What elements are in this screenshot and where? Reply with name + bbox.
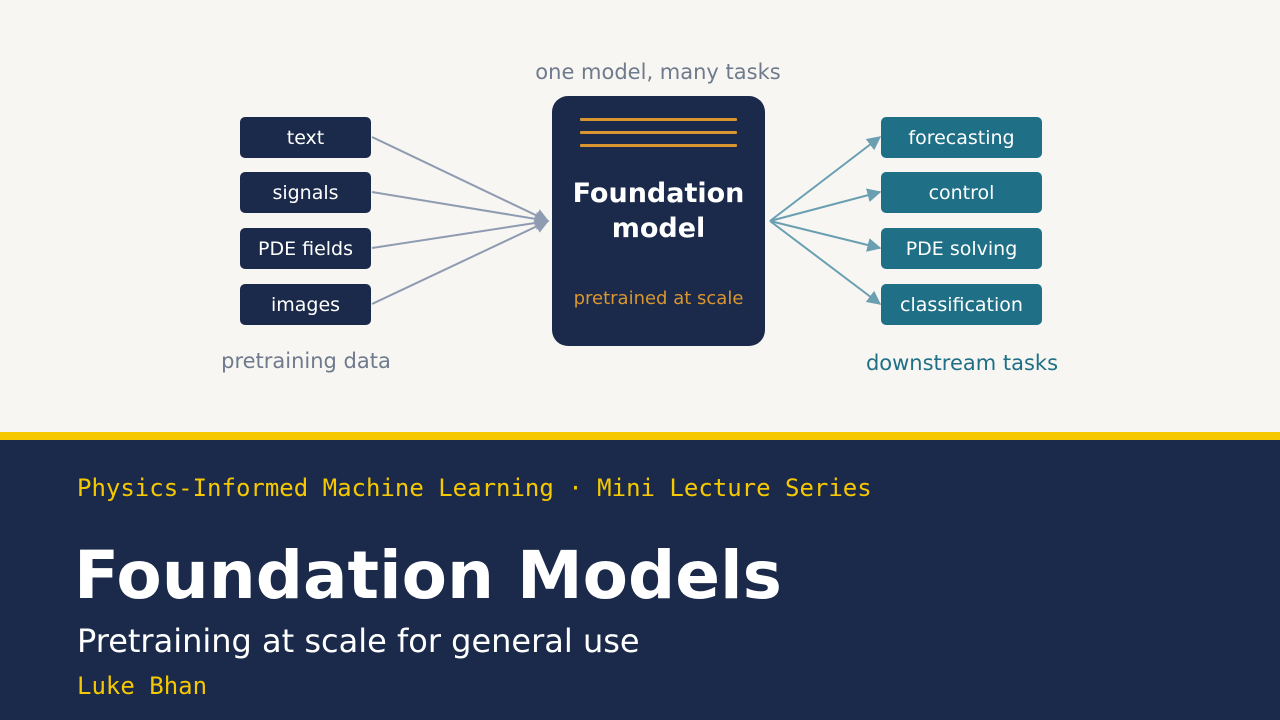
output-node-control: control <box>881 172 1042 213</box>
input-node-images: images <box>240 284 371 325</box>
diagram-caption-top: one model, many tasks <box>535 60 781 84</box>
model-stack-line <box>580 118 737 121</box>
foundation-model-box: Foundation model pretrained at scale <box>552 96 765 346</box>
model-subtitle: pretrained at scale <box>573 288 744 309</box>
title-banner: Physics-Informed Machine Learning · Mini… <box>0 432 1280 720</box>
banner-accent-stripe <box>0 432 1280 440</box>
model-stack-line <box>580 144 737 147</box>
output-arrows <box>769 136 882 305</box>
output-arrow-2 <box>769 188 882 222</box>
model-stack-line <box>580 131 737 134</box>
input-arrows <box>371 136 550 305</box>
input-node-pde-fields: PDE fields <box>240 228 371 269</box>
output-node-pde-solving: PDE solving <box>881 228 1042 269</box>
output-node-classification: classification <box>881 284 1042 325</box>
output-node-forecasting: forecasting <box>881 117 1042 158</box>
pretraining-data-caption: pretraining data <box>221 349 391 373</box>
diagram-arrows <box>371 136 882 305</box>
downstream-tasks-caption: downstream tasks <box>865 351 1059 375</box>
page-title: Foundation Models <box>74 537 782 614</box>
output-arrow-3 <box>769 220 882 252</box>
input-arrow-4 <box>371 220 550 305</box>
input-node-signals: signals <box>240 172 371 213</box>
output-arrow-1 <box>769 136 882 222</box>
input-node-text: text <box>240 117 371 158</box>
output-arrow-4 <box>769 220 882 305</box>
input-arrow-2 <box>371 191 550 226</box>
model-title: Foundation model <box>552 176 765 246</box>
model-title-line1: Foundation <box>572 178 745 209</box>
model-title-line2: model <box>611 213 706 244</box>
author-name: Luke Bhan <box>77 672 208 700</box>
lecture-series-label: Physics-Informed Machine Learning · Mini… <box>77 474 872 502</box>
input-arrow-1 <box>371 136 550 222</box>
foundation-model-diagram: one model, many tasks text signals PDE f… <box>221 60 1059 375</box>
input-arrow-3 <box>371 215 550 249</box>
page-subtitle: Pretraining at scale for general use <box>77 622 640 660</box>
